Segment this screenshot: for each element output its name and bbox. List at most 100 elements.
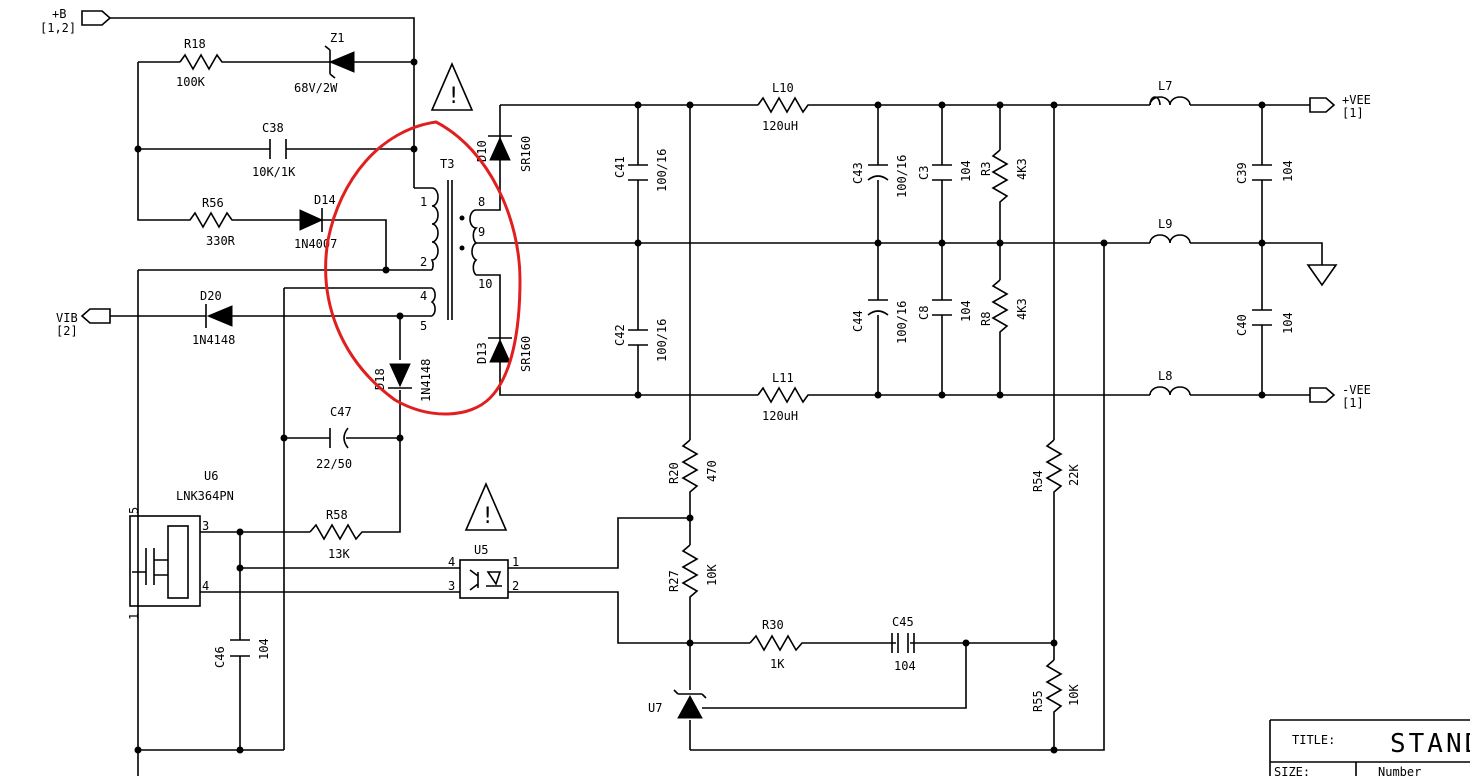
junction-dot (396, 434, 404, 442)
r3-ref: R3 (979, 162, 993, 176)
port-plus-b: +B [1,2] (40, 7, 112, 35)
c44-value: 100/16 (895, 301, 909, 344)
junction-dots (134, 58, 1266, 754)
junction-dot (1050, 639, 1058, 647)
junction-dot (134, 145, 142, 153)
inductor-l8: L8 (1149, 369, 1191, 396)
junction-dot (874, 239, 882, 247)
capacitor-c47: C47 22/50 (316, 405, 352, 471)
junction-dot (686, 101, 694, 109)
c42-value: 100/16 (655, 319, 669, 362)
c39-ref: C39 (1235, 162, 1249, 184)
l8-ref: L8 (1158, 369, 1172, 383)
u6-pin-4: 4 (202, 579, 209, 593)
z1-value: 68V/2W (294, 81, 338, 95)
u5-ref: U5 (474, 543, 488, 557)
r58-value: 13K (328, 547, 350, 561)
junction-dot (1050, 746, 1058, 754)
junction-dot (382, 266, 390, 274)
port-vib-label: VIB (56, 311, 78, 325)
warning-triangle-u5: ! (464, 481, 508, 531)
port-plus-vee: +VEE [1] (1309, 93, 1371, 120)
port-plus-vee-ref: [1] (1342, 106, 1364, 120)
resistor-r20: R20 470 (667, 439, 719, 500)
junction-dot (134, 746, 142, 754)
inductor-l10: L10 120uH (757, 81, 812, 133)
t3-polarity-dot (459, 215, 465, 221)
title-value: STAND (1390, 729, 1470, 759)
d10-value: SR160 (519, 136, 533, 172)
r54-value: 22K (1067, 464, 1081, 486)
c43-ref: C43 (851, 162, 865, 184)
junction-dot (874, 101, 882, 109)
t3-pin-5: 5 (420, 319, 427, 333)
junction-dot (396, 312, 404, 320)
t3-pin-4: 4 (420, 289, 427, 303)
junction-dot (634, 239, 642, 247)
r8-ref: R8 (979, 312, 993, 326)
d20-ref: D20 (200, 289, 222, 303)
title-block: TITLE: STAND SIZE: Number (1269, 719, 1470, 776)
transformer-t3: T3 1 2 4 5 8 9 10 (420, 157, 492, 333)
d18-value: 1N4148 (419, 359, 433, 402)
diode-d18: D18 1N4148 (373, 359, 433, 402)
junction-dot (938, 101, 946, 109)
diode-d13: D13 SR160 (475, 336, 533, 372)
r58-ref: R58 (326, 508, 348, 522)
u6-pin-1: 1 (127, 613, 141, 620)
t3-ref: T3 (440, 157, 454, 171)
number-label: Number (1378, 765, 1421, 776)
r56-value: 330R (206, 234, 236, 248)
d14-value: 1N4007 (294, 237, 337, 251)
d13-ref: D13 (475, 342, 489, 364)
r54-ref: R54 (1031, 470, 1045, 492)
capacitor-c46: C46 104 (213, 638, 271, 668)
junction-dot (634, 101, 642, 109)
c40-value: 104 (1281, 312, 1295, 334)
r18-value: 100K (176, 75, 206, 89)
capacitor-c38: C38 10K/1K (252, 121, 296, 179)
junction-dot (686, 639, 694, 647)
junction-dot (1258, 101, 1266, 109)
c45-value: 104 (894, 659, 916, 673)
r56-ref: R56 (202, 196, 224, 210)
r20-value: 470 (705, 460, 719, 482)
junction-dot (236, 564, 244, 572)
r27-ref: R27 (667, 570, 681, 592)
junction-dot (236, 528, 244, 536)
shunt-regulator-u7: U7 (648, 689, 707, 719)
ground-symbol (1306, 264, 1338, 287)
title-label: TITLE: (1292, 733, 1335, 747)
d20-value: 1N4148 (192, 333, 235, 347)
l7-ref: L7 (1158, 79, 1172, 93)
capacitor-c40: C40 104 (1235, 309, 1295, 336)
l10-value: 120uH (762, 119, 798, 133)
r55-value: 10K (1067, 684, 1081, 706)
t3-pin-2: 2 (420, 255, 427, 269)
u6-value: LNK364PN (176, 489, 234, 503)
junction-dot (1258, 391, 1266, 399)
junction-dot (996, 101, 1004, 109)
warning-exclamation: ! (481, 504, 494, 529)
junction-dot (874, 391, 882, 399)
junction-dot (938, 391, 946, 399)
port-minus-vee: -VEE [1] (1309, 383, 1371, 410)
l9-ref: L9 (1158, 217, 1172, 231)
c46-value: 104 (257, 638, 271, 660)
capacitor-c41: C41 100/16 (613, 149, 669, 192)
l10-ref: L10 (772, 81, 794, 95)
c41-ref: C41 (613, 156, 627, 178)
t3-pin-8: 8 (478, 195, 485, 209)
ic-u6: U6 LNK364PN 5 3 4 1 (127, 469, 234, 620)
c45-ref: C45 (892, 615, 914, 629)
c39-value: 104 (1281, 160, 1295, 182)
junction-dot (410, 58, 418, 66)
c3-ref: C3 (917, 166, 931, 180)
c38-ref: C38 (262, 121, 284, 135)
l11-value: 120uH (762, 409, 798, 423)
resistor-r3: R3 4K3 (979, 149, 1029, 210)
u5-pin-4: 4 (448, 555, 455, 569)
diode-d20: D20 1N4148 (192, 289, 235, 347)
capacitor-c42: C42 100/16 (613, 319, 669, 362)
